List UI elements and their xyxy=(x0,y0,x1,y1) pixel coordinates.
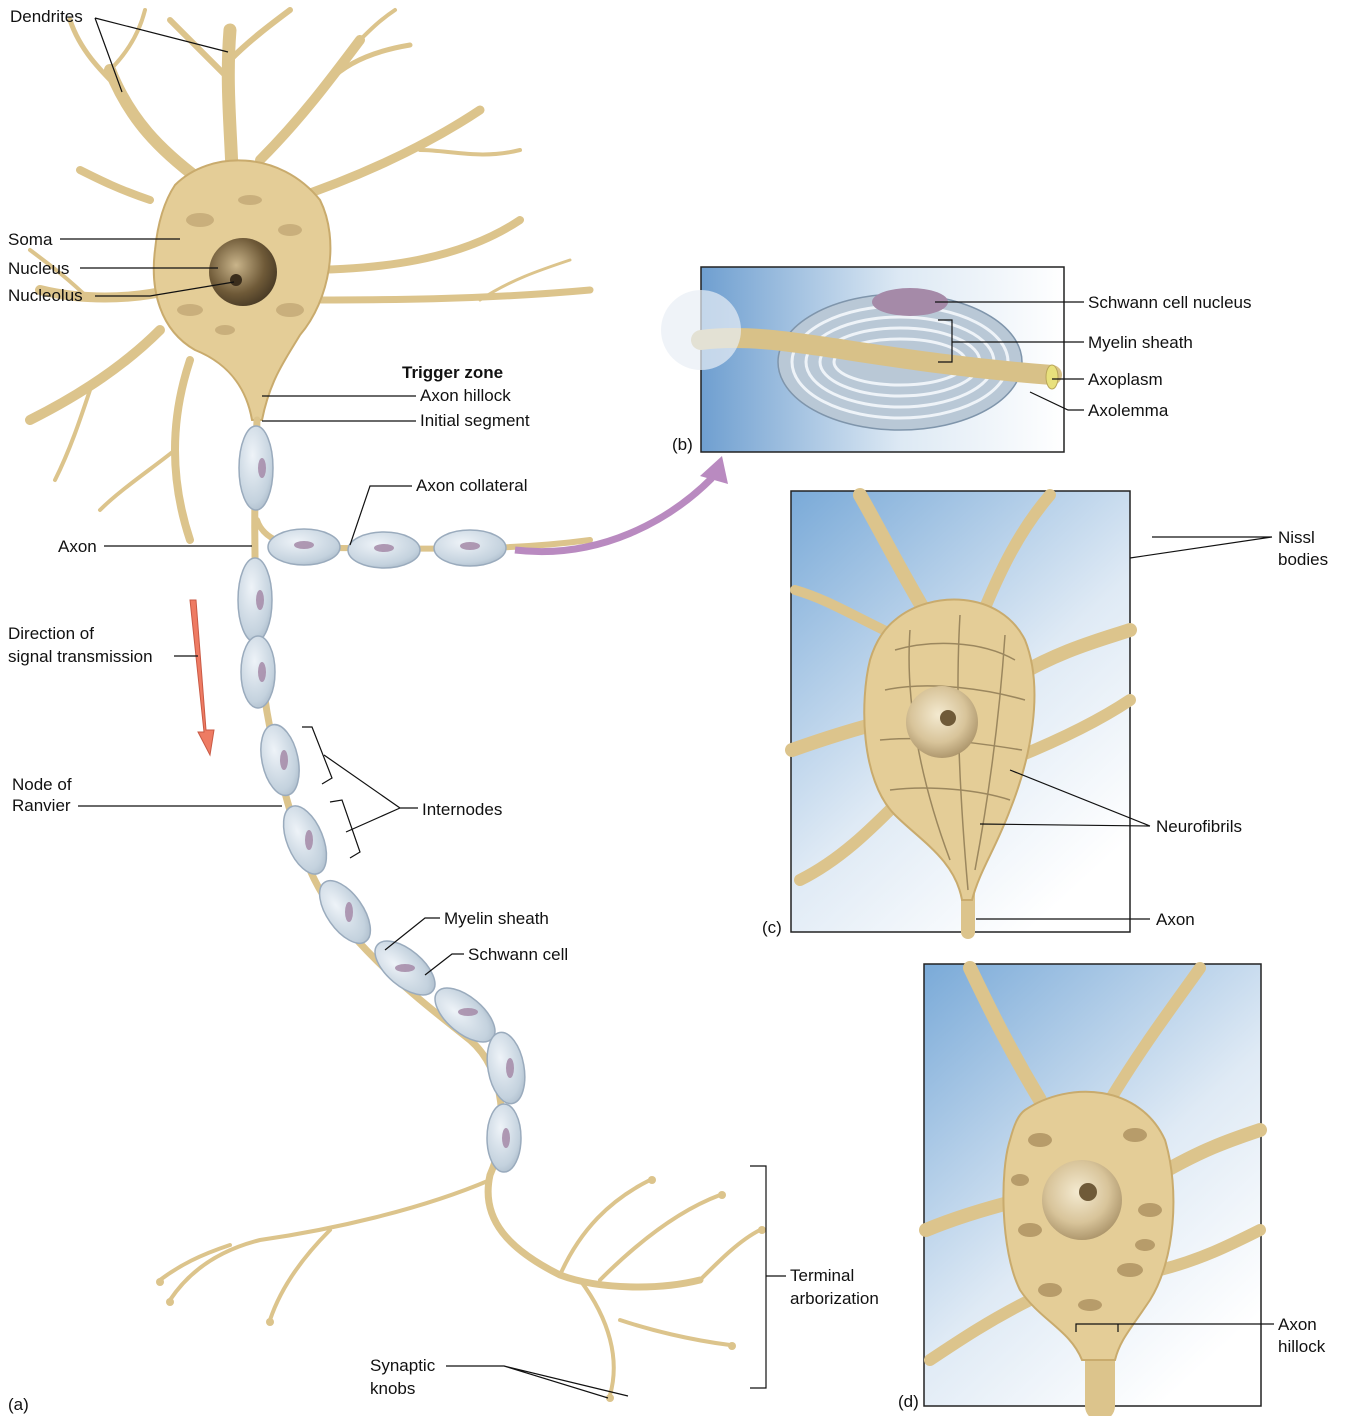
panel-d-nucleus xyxy=(1042,1160,1122,1240)
panel-a-neuron-illustration xyxy=(30,10,766,1402)
label-d-nissl-line2: bodies xyxy=(1278,550,1328,569)
label-b-axolemma: Axolemma xyxy=(1088,401,1169,420)
label-initial-segment: Initial segment xyxy=(420,411,530,430)
label-b-axoplasm: Axoplasm xyxy=(1088,370,1163,389)
panel-label-b: (b) xyxy=(672,435,693,454)
leader-synaptic xyxy=(446,1366,628,1398)
callout-arrow-to-b xyxy=(515,478,712,552)
panel-c: Neurofibrils Axon (c) xyxy=(762,491,1242,937)
panel-label-c: (c) xyxy=(762,918,782,937)
label-myelin-sheath-a: Myelin sheath xyxy=(444,909,549,928)
label-internodes: Internodes xyxy=(422,800,502,819)
leader-internodes xyxy=(324,755,418,832)
label-axon: Axon xyxy=(58,537,97,556)
bracket-internode-2 xyxy=(330,800,360,858)
label-b-schwann-nucleus: Schwann cell nucleus xyxy=(1088,293,1251,312)
label-axon-collateral: Axon collateral xyxy=(416,476,528,495)
label-c-axon: Axon xyxy=(1156,910,1195,929)
label-terminal-line2: arborization xyxy=(790,1289,879,1308)
label-trigger-zone: Trigger zone xyxy=(402,363,503,382)
panel-b-axoplasm-end xyxy=(1046,365,1058,389)
bracket-terminal xyxy=(750,1166,786,1388)
label-schwann-cell-a: Schwann cell xyxy=(468,945,568,964)
panel-b: Schwann cell nucleus Myelin sheath Axopl… xyxy=(661,267,1251,454)
synaptic-knob-marks xyxy=(156,1176,766,1402)
leader-d-nissl xyxy=(1130,537,1272,558)
panel-c-nucleolus xyxy=(940,710,956,726)
panel-d-nucleolus xyxy=(1079,1183,1097,1201)
label-dendrites: Dendrites xyxy=(10,7,83,26)
panel-label-d: (d) xyxy=(898,1392,919,1411)
bracket-internode-1 xyxy=(302,727,332,784)
label-direction-line1: Direction of xyxy=(8,624,94,643)
label-nucleolus: Nucleolus xyxy=(8,286,83,305)
nucleus-shape xyxy=(209,238,277,306)
label-c-neurofibrils: Neurofibrils xyxy=(1156,817,1242,836)
label-b-myelin-sheath: Myelin sheath xyxy=(1088,333,1193,352)
nucleolus-shape xyxy=(230,274,242,286)
panel-label-a: (a) xyxy=(8,1395,29,1414)
panel-a-labels: Dendrites Soma Nucleus Nucleolus Trigger… xyxy=(8,7,879,1414)
label-soma: Soma xyxy=(8,230,53,249)
label-d-hillock-line2: hillock xyxy=(1278,1337,1326,1356)
label-d-hillock-line1: Axon xyxy=(1278,1315,1317,1334)
label-nucleus: Nucleus xyxy=(8,259,69,278)
label-terminal-line1: Terminal xyxy=(790,1266,854,1285)
callout-arrowhead-to-b xyxy=(700,456,728,484)
label-direction-line2: signal transmission xyxy=(8,647,153,666)
label-axon-hillock: Axon hillock xyxy=(420,386,511,405)
label-node-line1: Node of xyxy=(12,775,72,794)
label-d-nissl-line1: Nissl xyxy=(1278,528,1315,547)
label-synaptic-line2: knobs xyxy=(370,1379,415,1398)
panel-b-cell-edge xyxy=(661,290,741,370)
signal-direction-arrow xyxy=(190,600,214,755)
label-node-line2: Ranvier xyxy=(12,796,71,815)
label-synaptic-line1: Synaptic xyxy=(370,1356,436,1375)
